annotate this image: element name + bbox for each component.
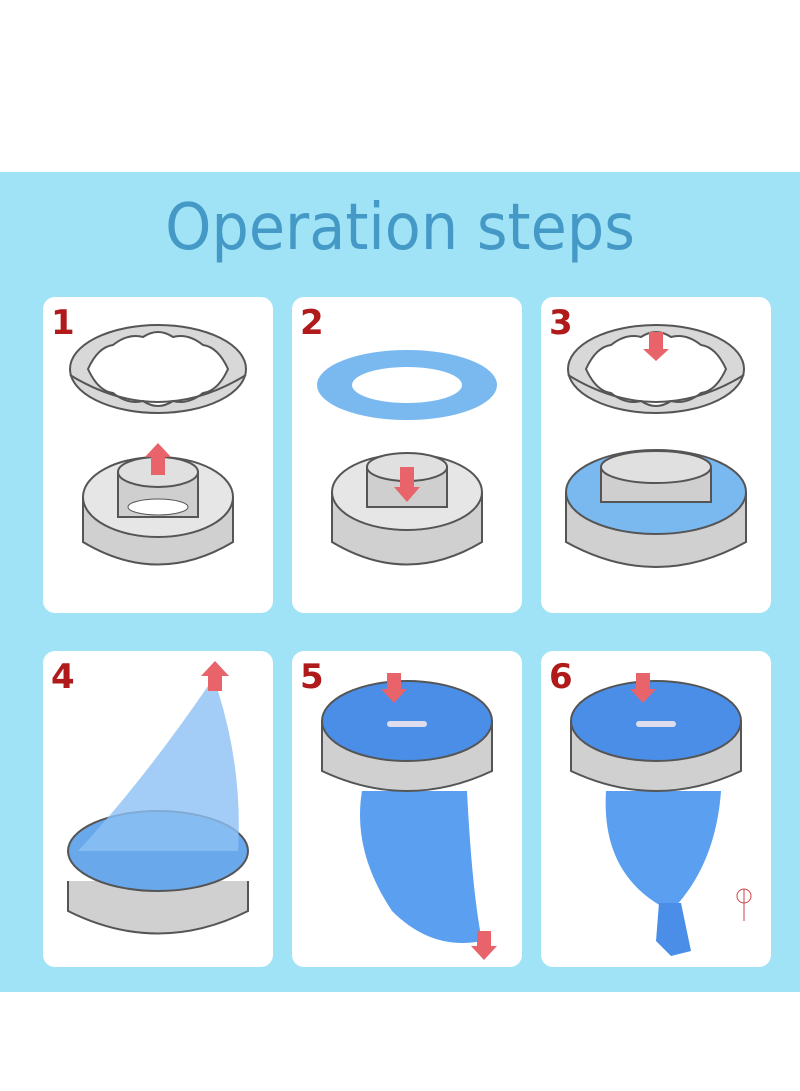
bag-knotted-icon bbox=[570, 673, 752, 956]
bag-pulled-up-icon bbox=[67, 661, 249, 935]
step-number: 1 bbox=[51, 303, 75, 343]
lid-over-base-with-blue-ring-icon bbox=[565, 324, 747, 568]
step-number: 4 bbox=[51, 657, 75, 697]
step-card-4: 4 bbox=[43, 651, 273, 967]
bag-pulled-down-icon bbox=[321, 673, 497, 960]
step-number: 3 bbox=[549, 303, 573, 343]
step-card-2: 2 bbox=[292, 297, 522, 613]
lid-and-base-arrow-up-icon bbox=[69, 324, 247, 566]
step-card-6: 6 bbox=[541, 651, 771, 967]
step-number: 6 bbox=[549, 657, 573, 697]
step-card-1: 1 bbox=[43, 297, 273, 613]
step-number: 5 bbox=[300, 657, 324, 697]
step-number: 2 bbox=[300, 303, 324, 343]
page-title: Operation steps bbox=[165, 191, 635, 265]
blue-ring-arrow-down-icon bbox=[317, 350, 497, 566]
step-card-5: 5 bbox=[292, 651, 522, 967]
step-card-3: 3 bbox=[541, 297, 771, 613]
